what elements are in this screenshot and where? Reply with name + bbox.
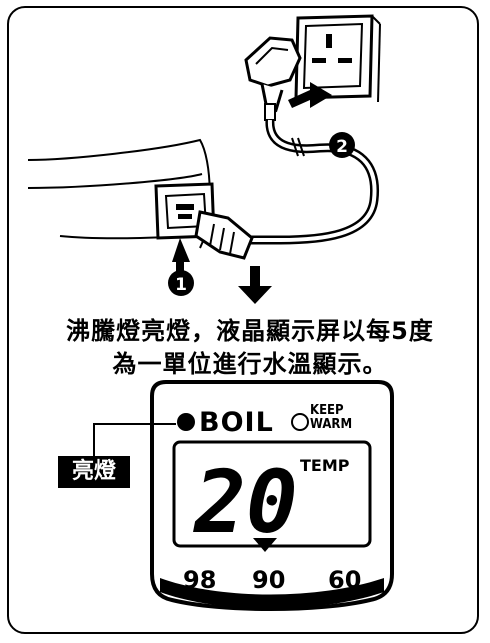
down-arrow-icon [238,266,272,304]
scale-label-98: 98 [183,566,217,594]
plug [244,36,302,121]
scale-label-90: 90 [252,566,286,594]
instruction-line-2: 為一單位進行水溫顯示。 [112,350,388,378]
step-badge-2: 2 [329,132,355,158]
svg-text:1: 1 [175,275,187,295]
keep-label-line-2: WARM [310,417,353,432]
scale-label-60: 60 [328,566,362,594]
power-cord [250,119,380,245]
callout-label: 亮燈 [58,456,130,488]
scale-pointer-icon [253,538,277,552]
keep-warm-label: KEEP WARM [310,404,352,432]
boil-indicator-light [177,413,195,431]
keep-label-line-1: KEEP [310,403,344,418]
step-badge-1: 1 [168,270,194,296]
insert-arrow-icon [288,82,332,108]
callout-leader-line [93,423,176,456]
keep-warm-indicator-light [291,413,309,431]
svg-text:2: 2 [336,137,348,157]
instruction-line-1: 沸騰燈亮燈，液晶顯示屏以每5度 [66,317,434,345]
kettle-body [27,138,216,249]
push-arrow-icon [172,238,190,280]
control-panel [150,380,394,611]
temp-label: TEMP [300,456,350,475]
boil-label: BOIL [199,407,274,438]
temperature-display: 20 [192,453,298,553]
appliance-connector [194,210,254,260]
wall-socket [294,14,381,103]
